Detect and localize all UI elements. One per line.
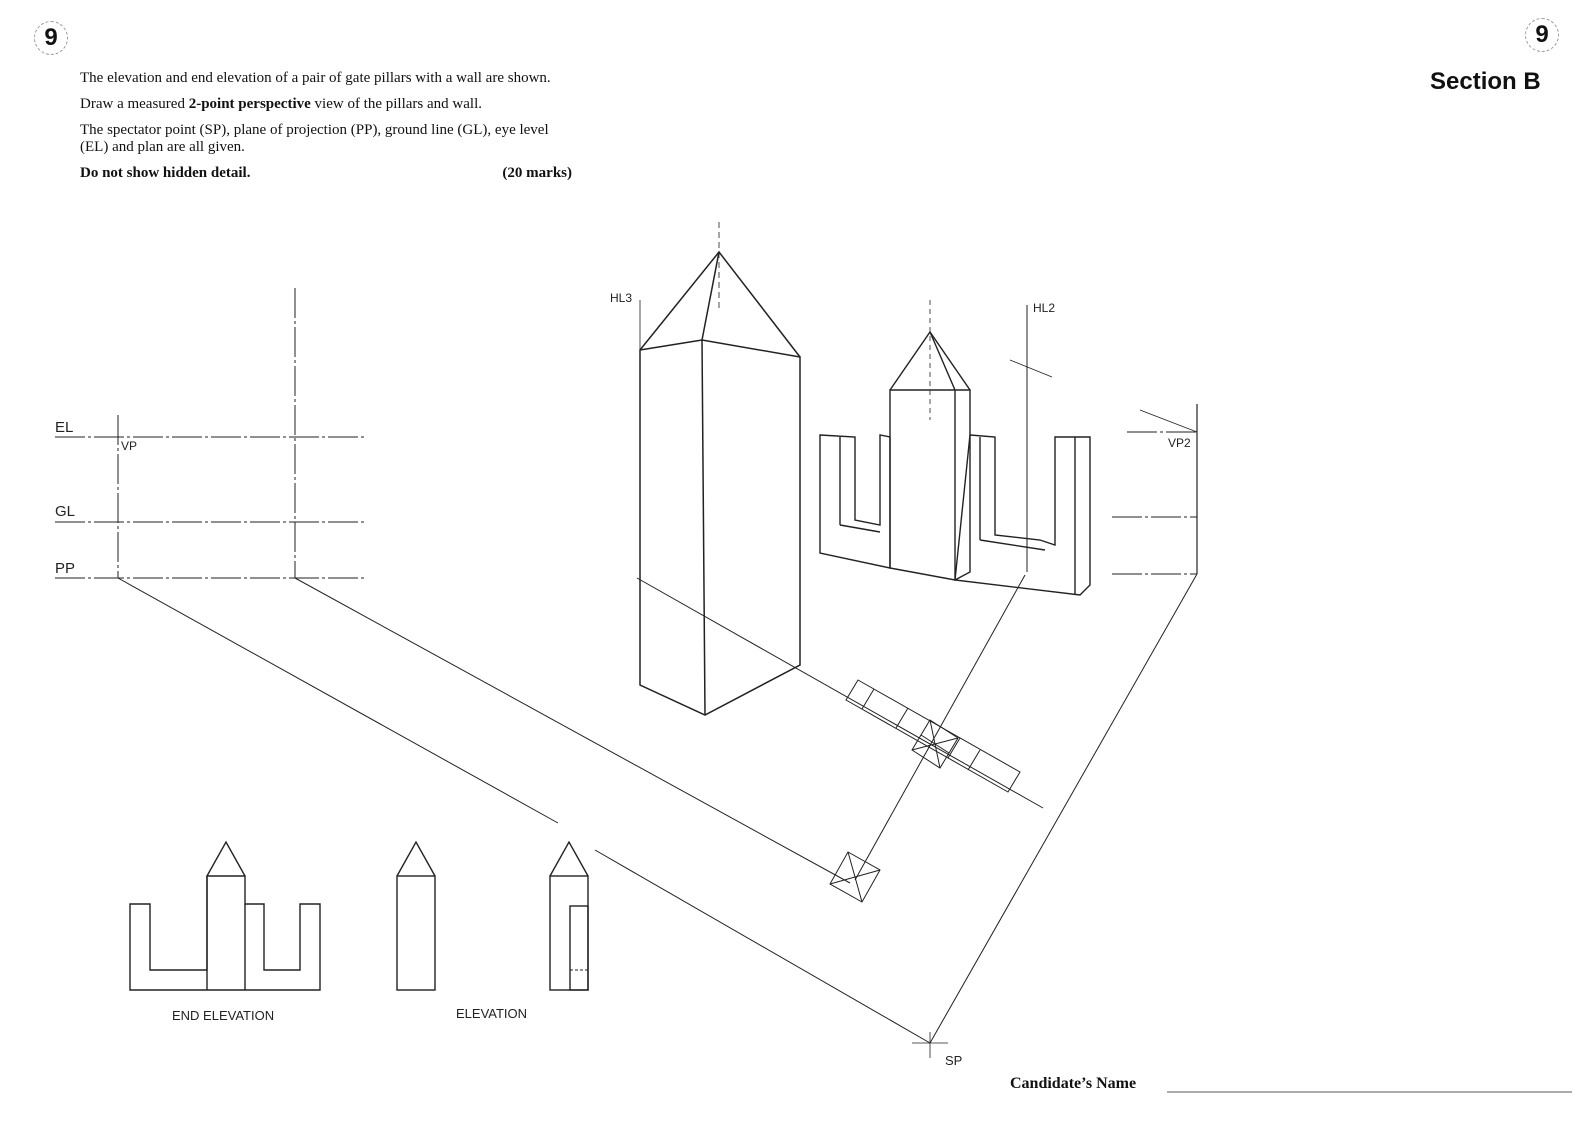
plan-strip [845, 679, 1021, 793]
plan-pillar-b [829, 851, 881, 903]
label-sp: SP [945, 1053, 962, 1068]
candidate-name-label: Candidate’s Name [1010, 1075, 1137, 1092]
label-elevation: ELEVATION [456, 1006, 527, 1021]
instruction-line-2-post: view of the pillars and wall. [310, 96, 482, 112]
elevation-drawing-a [396, 840, 436, 991]
section-title: Section B [1430, 68, 1541, 95]
gate-assembly [819, 300, 1091, 596]
elevation-drawing-b [549, 840, 589, 991]
question-number-left-text: 9 [44, 24, 58, 51]
construction-lines [55, 288, 1197, 579]
projection-rays [117, 573, 1198, 1044]
question-number-left: 9 [34, 21, 68, 55]
plan-pillar-a [911, 719, 959, 769]
instruction-line-2-bold: 2-point perspective [188, 96, 311, 112]
marks: (20 marks) [502, 165, 572, 181]
label-hl2: HL2 [1033, 301, 1055, 315]
label-end-elevation: END ELEVATION [172, 1008, 274, 1023]
question-instructions: The elevation and end elevation of a pai… [80, 70, 572, 182]
question-number-right: 9 [1525, 18, 1559, 52]
instruction-line-3: The spectator point (SP), plane of proje… [80, 122, 549, 155]
label-vp: VP [121, 439, 137, 453]
instruction-line-4: Do not show hidden detail. (20 marks) [80, 165, 572, 182]
instruction-line-2-pre: Draw a measured [80, 96, 189, 112]
instruction-line-1: The elevation and end elevation of a pai… [80, 70, 551, 86]
question-number-right-text: 9 [1535, 21, 1549, 48]
instruction-line-2: Draw a measured 2-point perspective view… [80, 96, 572, 113]
tall-pillar [639, 222, 801, 716]
label-pp: PP [55, 560, 75, 577]
label-el: EL [55, 419, 73, 436]
label-vp2: VP2 [1168, 436, 1191, 450]
end-elevation-drawing [129, 840, 321, 991]
label-gl: GL [55, 503, 75, 520]
label-hl3: HL3 [610, 291, 632, 305]
vp2-ray [1139, 409, 1198, 433]
no-hidden-detail: Do not show hidden detail. [80, 165, 251, 181]
